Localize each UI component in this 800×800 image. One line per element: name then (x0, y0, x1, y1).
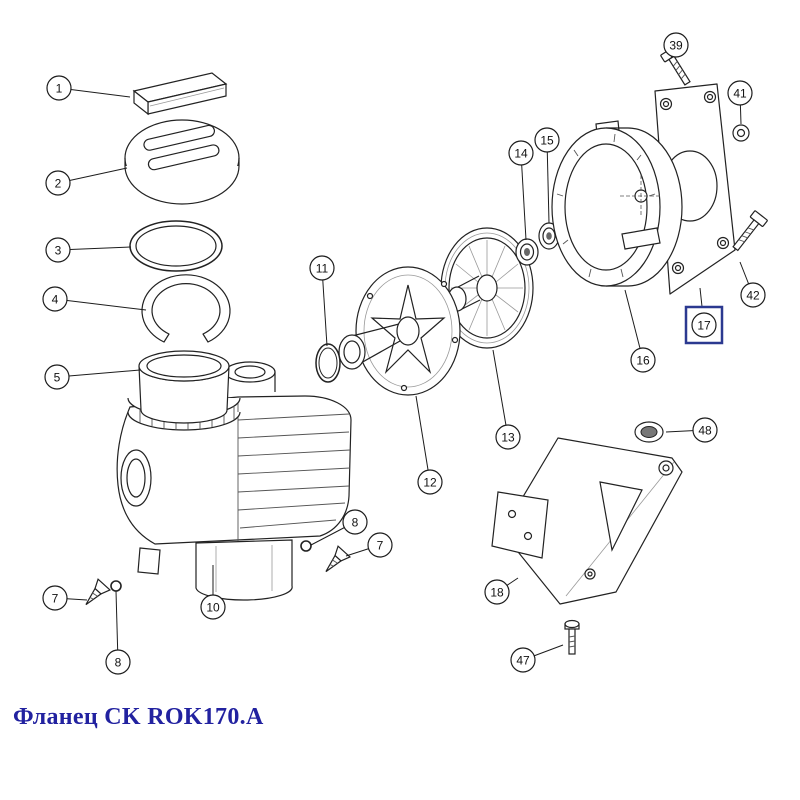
part-7-screw (325, 545, 352, 573)
callout-5[interactable]: 5 (44, 364, 141, 390)
callout-1[interactable]: 1 (46, 75, 131, 101)
callout-11[interactable]: 11 (309, 255, 335, 347)
callout-label: 16 (636, 354, 650, 368)
callout-label: 47 (516, 654, 530, 668)
part-7-screw (85, 578, 112, 606)
part-1-handle-bar (132, 72, 228, 116)
callout-7[interactable]: 7 (42, 585, 88, 611)
callout-label: 14 (514, 147, 528, 161)
callout-label: 18 (490, 586, 504, 600)
callout-label: 8 (352, 516, 359, 530)
callout-label: 7 (52, 592, 59, 606)
callout-label: 1 (56, 82, 63, 96)
callout-48[interactable]: 48 (665, 417, 718, 443)
callout-label: 48 (698, 424, 712, 438)
callout-14[interactable]: 14 (508, 140, 534, 241)
callout-label: 17 (697, 319, 711, 333)
callout-17[interactable]: 17 (684, 287, 724, 345)
callout-label: 2 (55, 177, 62, 191)
part-47-screw (564, 619, 580, 655)
callout-label: 4 (52, 293, 59, 307)
part-12-diffuser (338, 266, 461, 396)
part-16-motor-bracket-ring (551, 120, 683, 287)
callout-8[interactable]: 8 (105, 590, 131, 675)
part-41-washer (732, 124, 750, 142)
callout-12[interactable]: 12 (415, 395, 443, 495)
callout-label: 42 (746, 289, 760, 303)
callout-label: 15 (540, 134, 554, 148)
part-8-o-ring-small (110, 580, 122, 592)
callout-4[interactable]: 4 (42, 286, 147, 312)
callout-18[interactable]: 18 (484, 577, 519, 605)
part-2-lid-cover (124, 119, 240, 205)
callout-7[interactable]: 7 (345, 532, 393, 558)
callout-label: 7 (377, 539, 384, 553)
part-4-clamp-handle (141, 274, 231, 343)
callout-label: 8 (115, 656, 122, 670)
callout-10[interactable]: 10 (200, 565, 226, 620)
callout-13[interactable]: 13 (492, 349, 521, 450)
part-48-bushing (634, 421, 664, 443)
callout-label: 11 (316, 262, 329, 276)
callout-47[interactable]: 47 (510, 644, 564, 673)
callout-label: 41 (733, 87, 747, 101)
part-14-bearing (515, 238, 539, 266)
part-42-screw (732, 210, 768, 252)
part-3-o-ring (129, 220, 223, 272)
part-5-strainer-basket (138, 350, 230, 424)
part-18-support-bracket (491, 437, 683, 605)
callout-label: 3 (55, 244, 62, 258)
callout-label: 39 (669, 39, 683, 53)
diagram-title: Фланец CK ROK170.A (13, 704, 264, 730)
callout-label: 13 (501, 431, 515, 445)
part-11-o-ring-small (315, 343, 341, 383)
callout-label: 5 (54, 371, 61, 385)
part-13-impeller (440, 227, 534, 349)
callout-39[interactable]: 39 (663, 32, 689, 59)
callout-3[interactable]: 3 (45, 237, 132, 263)
callout-label: 12 (423, 476, 437, 490)
callout-label: 10 (206, 601, 220, 615)
callout-2[interactable]: 2 (45, 167, 128, 196)
callout-42[interactable]: 42 (739, 261, 766, 308)
callout-15[interactable]: 15 (534, 127, 560, 224)
part-8-o-ring-small (300, 540, 312, 552)
callout-16[interactable]: 16 (624, 289, 656, 373)
callout-41[interactable]: 41 (727, 80, 753, 125)
callout-8[interactable]: 8 (310, 509, 368, 546)
